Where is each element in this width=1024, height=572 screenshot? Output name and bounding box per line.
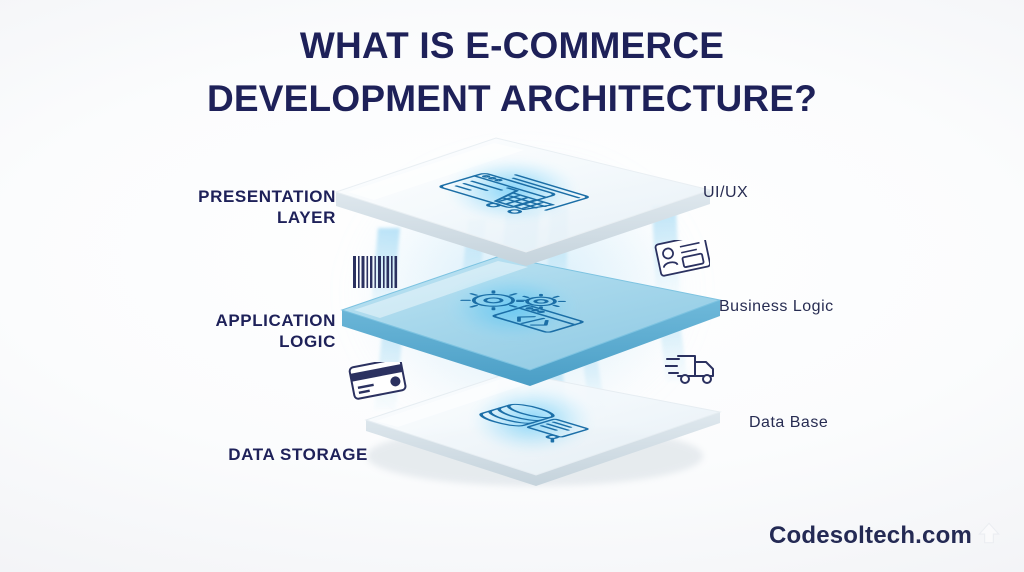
label-application-logic: Application Logic (100, 310, 336, 353)
label-business-logic: Business Logic (719, 298, 834, 315)
title-line-2: Development Architecture? (206, 77, 818, 119)
play-arrow-icon (978, 522, 1000, 544)
presentation-plate-edge (336, 190, 710, 266)
delivery-truck-icon (665, 355, 714, 384)
label-presentation-layer: Presentation Layer (100, 186, 336, 229)
database-server-icon (470, 386, 594, 454)
credit-card-icon (348, 362, 407, 400)
label-uiux: UI/UX (703, 184, 749, 201)
id-card-icon (654, 240, 710, 277)
presentation-plate-highlight (348, 143, 524, 200)
application-plate-highlight (354, 261, 528, 318)
storage-plate-edge (366, 412, 720, 486)
browser-shopping-cart-icon (439, 158, 589, 222)
label-presentation-line2: Layer (276, 208, 336, 228)
label-application-line1: Application (215, 311, 336, 330)
label-presentation-line1: Presentation (198, 187, 336, 206)
application-plate-edge (342, 300, 720, 386)
watermark-text: Codesoltech.com (768, 522, 972, 549)
architecture-diagram (300, 120, 760, 510)
label-data-storage: Data Storage (100, 444, 368, 465)
label-data-base: Data Base (749, 414, 829, 431)
title-line-1: What is E-Commerce (299, 25, 725, 66)
label-storage-line1: Data Storage (228, 445, 368, 464)
page-title: What is E-Commerce Development Architect… (0, 20, 1024, 125)
gears-code-brackets-icon (444, 274, 584, 342)
label-application-line2: Logic (279, 332, 336, 352)
storage-plate-highlight (376, 376, 536, 427)
barcode-icon (353, 256, 398, 288)
layer-stack-svg (334, 137, 722, 486)
